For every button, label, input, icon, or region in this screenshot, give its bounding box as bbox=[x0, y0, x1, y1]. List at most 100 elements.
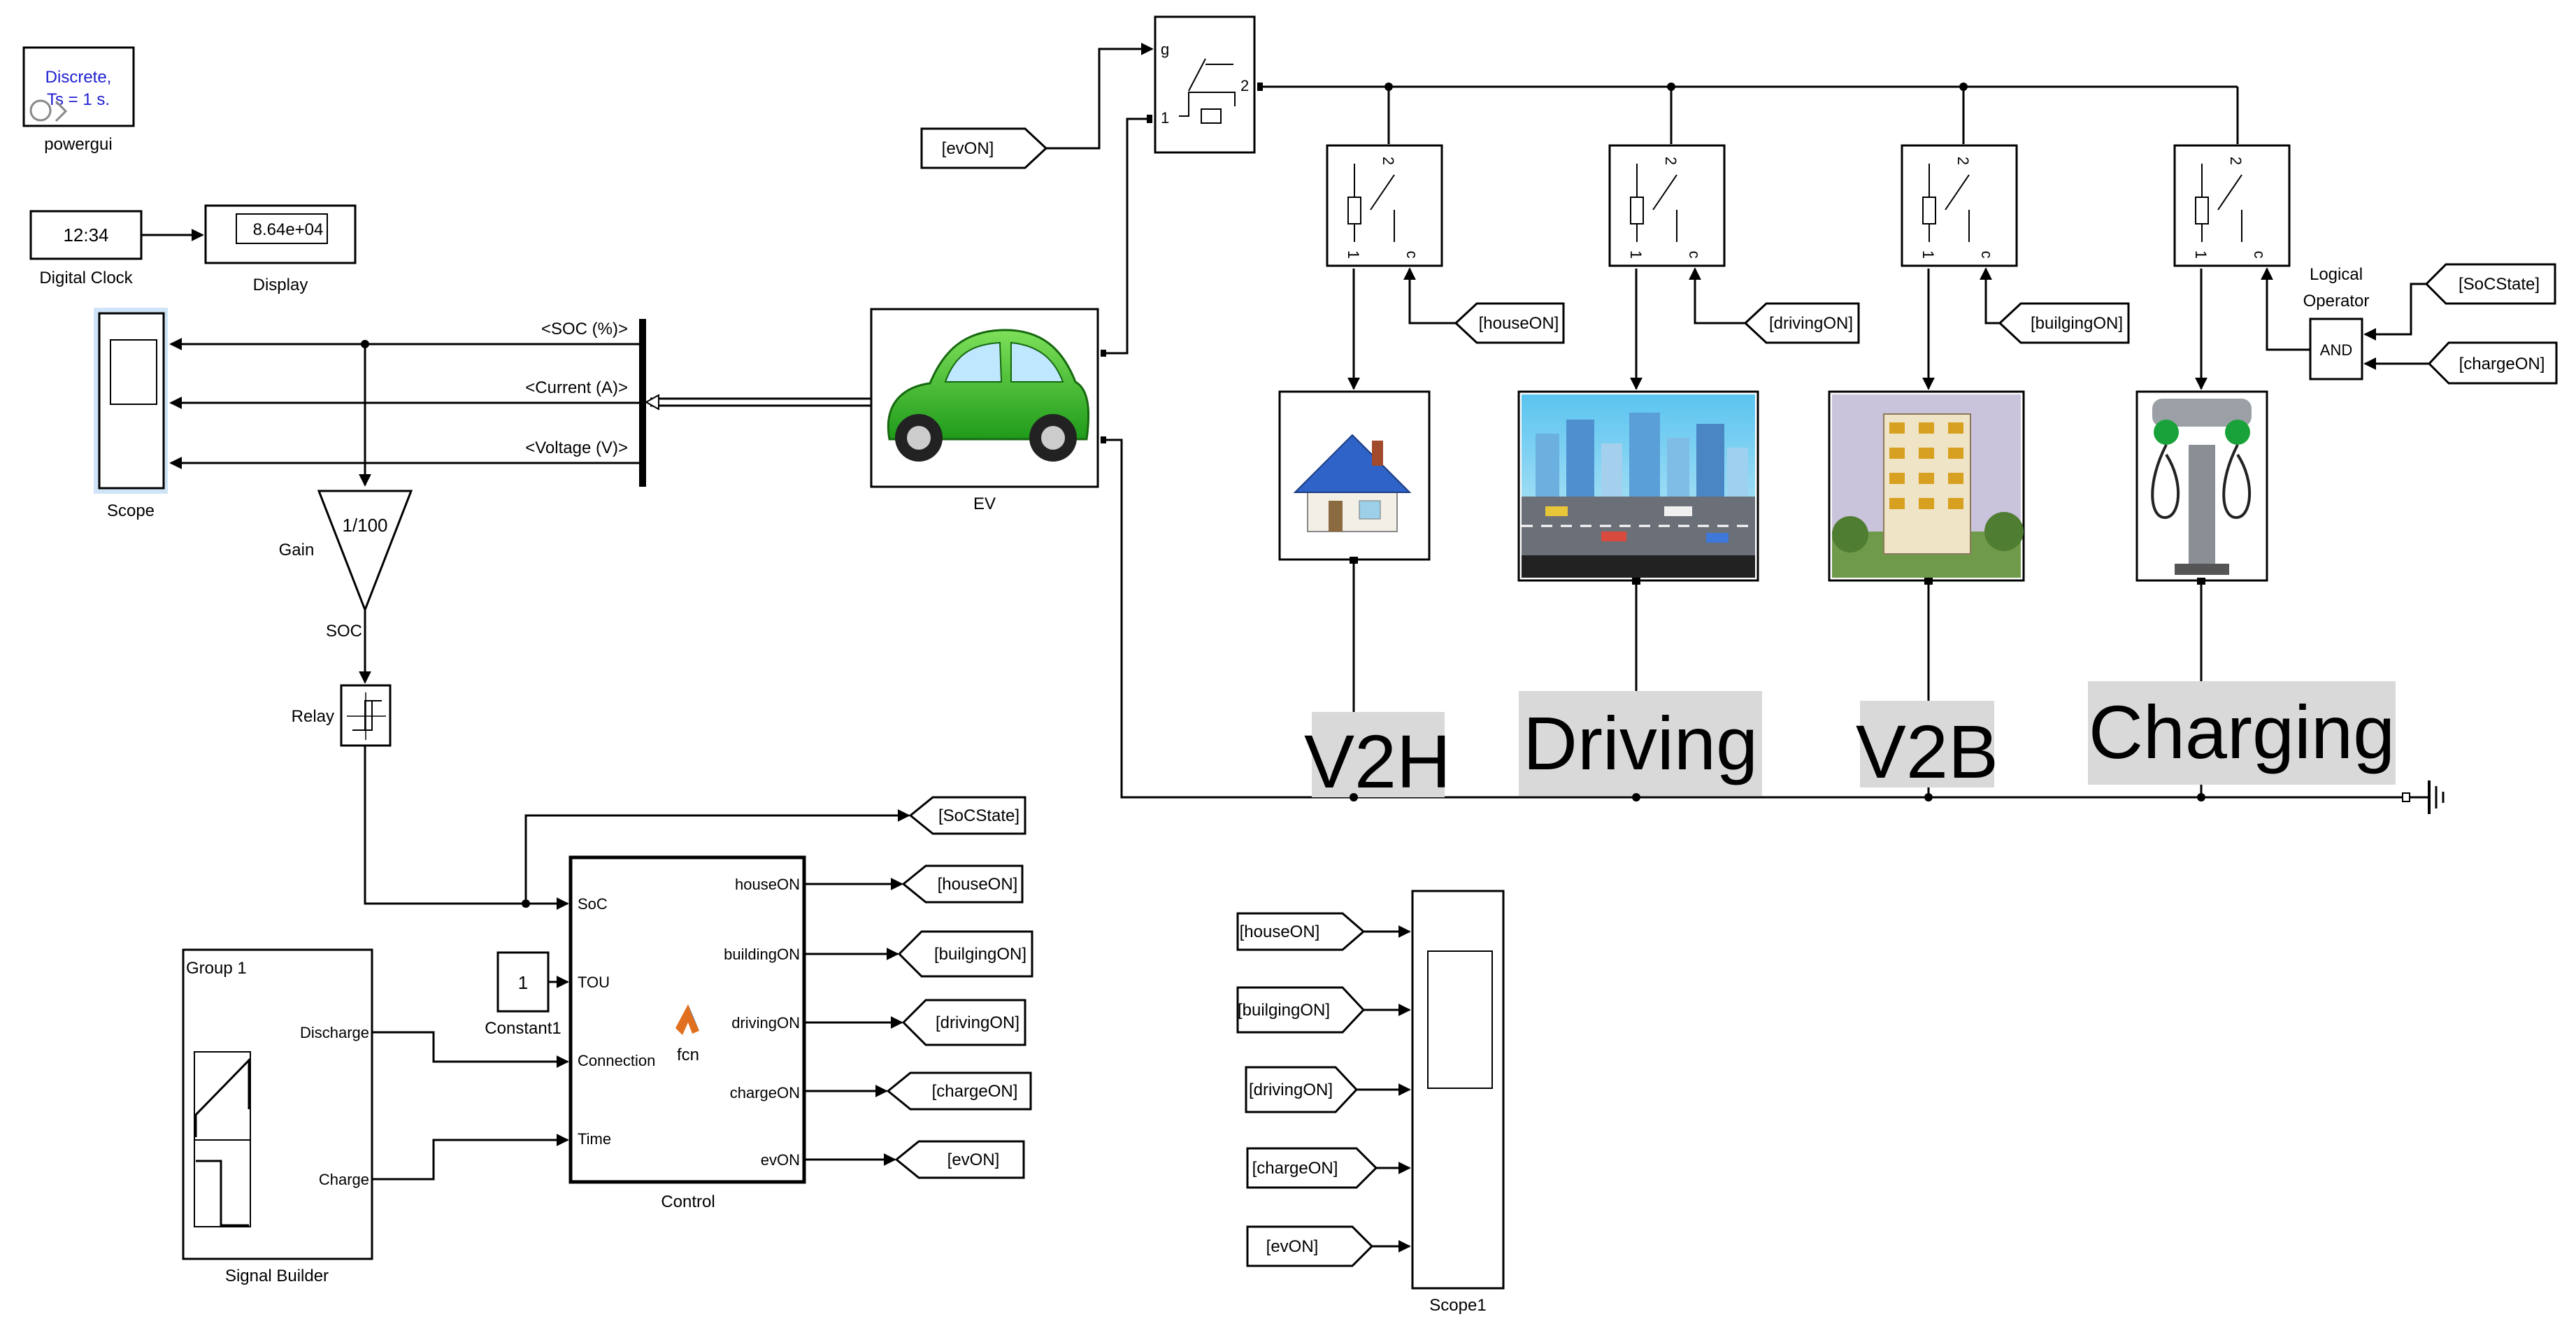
display-label: Display bbox=[253, 276, 308, 294]
signal-builder-charge: Charge bbox=[319, 1171, 369, 1188]
display-value: 8.64e+04 bbox=[253, 220, 324, 239]
powergui-line1: Discrete, bbox=[45, 68, 112, 87]
from-driving-on-switch[interactable]: [drivingON] bbox=[1743, 302, 1860, 344]
svg-text:Operator: Operator bbox=[2303, 292, 2370, 311]
svg-text:[SoCState]: [SoCState] bbox=[938, 806, 1019, 825]
signal-builder-discharge: Discharge bbox=[300, 1024, 369, 1041]
bus-selector[interactable] bbox=[639, 319, 646, 487]
digital-clock-block[interactable]: 12:34 Digital Clock bbox=[29, 210, 143, 287]
from-charge-on[interactable]: [chargeON] bbox=[1246, 1147, 1378, 1189]
powergui-label: powergui bbox=[44, 135, 112, 154]
svg-text:2: 2 bbox=[1954, 157, 1972, 165]
mode-label-charging: Charging bbox=[2088, 681, 2396, 785]
from-building-on[interactable]: [builgingON] bbox=[1236, 986, 1366, 1034]
constant-value: 1 bbox=[518, 972, 528, 993]
house-load-block[interactable] bbox=[1278, 390, 1431, 561]
svg-text:[chargeON]: [chargeON] bbox=[932, 1082, 1018, 1101]
ev-breaker-block[interactable]: g 1 2 bbox=[1154, 15, 1256, 154]
from-house-on[interactable]: [houseON] bbox=[1236, 912, 1366, 951]
from-ev-on[interactable]: [evON] bbox=[1246, 1225, 1374, 1267]
ev-block[interactable]: EV bbox=[870, 308, 1099, 513]
city-traffic-icon bbox=[1522, 394, 1755, 578]
control-out-building: buildingON bbox=[724, 946, 800, 963]
svg-text:c: c bbox=[1978, 251, 1996, 259]
svg-text:Logical: Logical bbox=[2310, 265, 2363, 284]
breaker-charging[interactable]: 2 1 c bbox=[2173, 144, 2291, 267]
powergui-block[interactable]: Discrete, Ts = 1 s. powergui bbox=[22, 46, 135, 154]
from-driving-on[interactable]: [drivingON] bbox=[1245, 1066, 1359, 1113]
svg-text:[houseON]: [houseON] bbox=[938, 875, 1018, 894]
svg-text:Driving: Driving bbox=[1523, 701, 1758, 785]
goto-ev-on[interactable]: [evON] bbox=[894, 1140, 1025, 1179]
scope1-input-wires bbox=[1357, 925, 1411, 1253]
svg-text:2: 2 bbox=[1380, 157, 1397, 165]
svg-text:[drivingON]: [drivingON] bbox=[1769, 314, 1853, 333]
powergui-line2: Ts = 1 s. bbox=[47, 90, 110, 109]
bus-current-label: <Current (A)> bbox=[525, 378, 628, 397]
svg-text:2: 2 bbox=[1662, 157, 1680, 165]
breaker-v2b[interactable]: 2 1 c bbox=[1901, 144, 2018, 267]
svg-text:2: 2 bbox=[1240, 77, 1249, 94]
svg-text:[evON]: [evON] bbox=[1266, 1237, 1319, 1256]
svg-text:c: c bbox=[2251, 251, 2268, 259]
goto-house-on[interactable]: [houseON] bbox=[901, 864, 1024, 904]
from-charge-on-logic[interactable]: [chargeON] bbox=[2427, 341, 2558, 385]
from-house-on-switch[interactable]: [houseON] bbox=[1454, 302, 1565, 344]
svg-text:V2B: V2B bbox=[1856, 709, 1998, 794]
relay-block[interactable]: Relay bbox=[292, 684, 392, 747]
svg-text:[chargeON]: [chargeON] bbox=[1252, 1159, 1338, 1178]
svg-text:c: c bbox=[1403, 251, 1421, 259]
clock-value: 12:34 bbox=[63, 224, 108, 245]
control-out-charge: chargeON bbox=[730, 1084, 800, 1102]
svg-text:[SoCState]: [SoCState] bbox=[2459, 275, 2540, 294]
powergui-icon bbox=[29, 99, 68, 122]
from-ev-on-main[interactable]: [evON] bbox=[920, 127, 1048, 169]
from-building-on-switch[interactable]: [builgingON] bbox=[1998, 302, 2130, 344]
ev-on-breaker-wire bbox=[1046, 43, 1154, 150]
svg-text:[evON]: [evON] bbox=[947, 1150, 1000, 1169]
scope1-block[interactable]: Scope1 bbox=[1411, 890, 1505, 1315]
bus-drops bbox=[1387, 87, 2239, 144]
control-out-ev: evON bbox=[761, 1151, 800, 1169]
ev-negative-wire bbox=[1106, 439, 2405, 799]
logic-op: AND bbox=[2320, 341, 2352, 359]
goto-building-on[interactable]: [builgingON] bbox=[897, 930, 1033, 978]
ground-icon[interactable] bbox=[2402, 781, 2445, 814]
svg-text:[houseON]: [houseON] bbox=[1479, 314, 1559, 333]
display-block[interactable]: 8.64e+04 Display bbox=[204, 204, 357, 294]
control-label: Control bbox=[661, 1192, 715, 1211]
svg-text:[drivingON]: [drivingON] bbox=[936, 1013, 1019, 1032]
svg-text:1: 1 bbox=[1919, 250, 1937, 259]
charger-load-block[interactable] bbox=[2135, 390, 2268, 582]
driving-load-block[interactable] bbox=[1517, 390, 1759, 582]
goto-charge-on[interactable]: [chargeON] bbox=[886, 1071, 1032, 1111]
mode-label-driving: Driving bbox=[1519, 691, 1762, 796]
from-soc-state-logic[interactable]: [SoCState] bbox=[2424, 263, 2556, 305]
scope-block[interactable]: Scope bbox=[94, 308, 168, 520]
breaker-v2h[interactable]: 2 1 c bbox=[1326, 144, 1443, 267]
logical-operator-block[interactable]: AND Logical Operator bbox=[2303, 265, 2370, 380]
goto-soc-state[interactable]: [SoCState] bbox=[908, 796, 1026, 835]
svg-text:1: 1 bbox=[2192, 250, 2210, 259]
control-in-soc: SoC bbox=[578, 895, 608, 913]
load-wires bbox=[1347, 269, 2208, 797]
control-block[interactable]: SoC TOU Connection Time houseON building… bbox=[568, 855, 806, 1211]
constant-block[interactable]: 1 Constant1 bbox=[485, 951, 561, 1038]
scope-label: Scope bbox=[107, 501, 155, 520]
signal-builder-group: Group 1 bbox=[186, 959, 247, 978]
gain-block[interactable]: 1/100 Gain bbox=[279, 490, 413, 613]
breaker-driving[interactable]: 2 1 c bbox=[1608, 144, 1726, 267]
signal-builder-block[interactable]: Group 1 Discharge Charge Signal Builder bbox=[182, 948, 373, 1285]
charging-station-icon bbox=[2151, 399, 2252, 575]
svg-text:1: 1 bbox=[1345, 250, 1362, 259]
svg-text:1: 1 bbox=[1627, 250, 1645, 259]
gain-value: 1/100 bbox=[342, 515, 387, 536]
building-load-block[interactable] bbox=[1828, 390, 2025, 582]
signal-builder-label: Signal Builder bbox=[225, 1267, 329, 1285]
goto-driving-on[interactable]: [drivingON] bbox=[901, 999, 1026, 1046]
ev-label: EV bbox=[973, 494, 996, 513]
control-in-tou: TOU bbox=[578, 974, 610, 991]
constant-label: Constant1 bbox=[485, 1019, 561, 1038]
scope1-label: Scope1 bbox=[1429, 1296, 1486, 1315]
